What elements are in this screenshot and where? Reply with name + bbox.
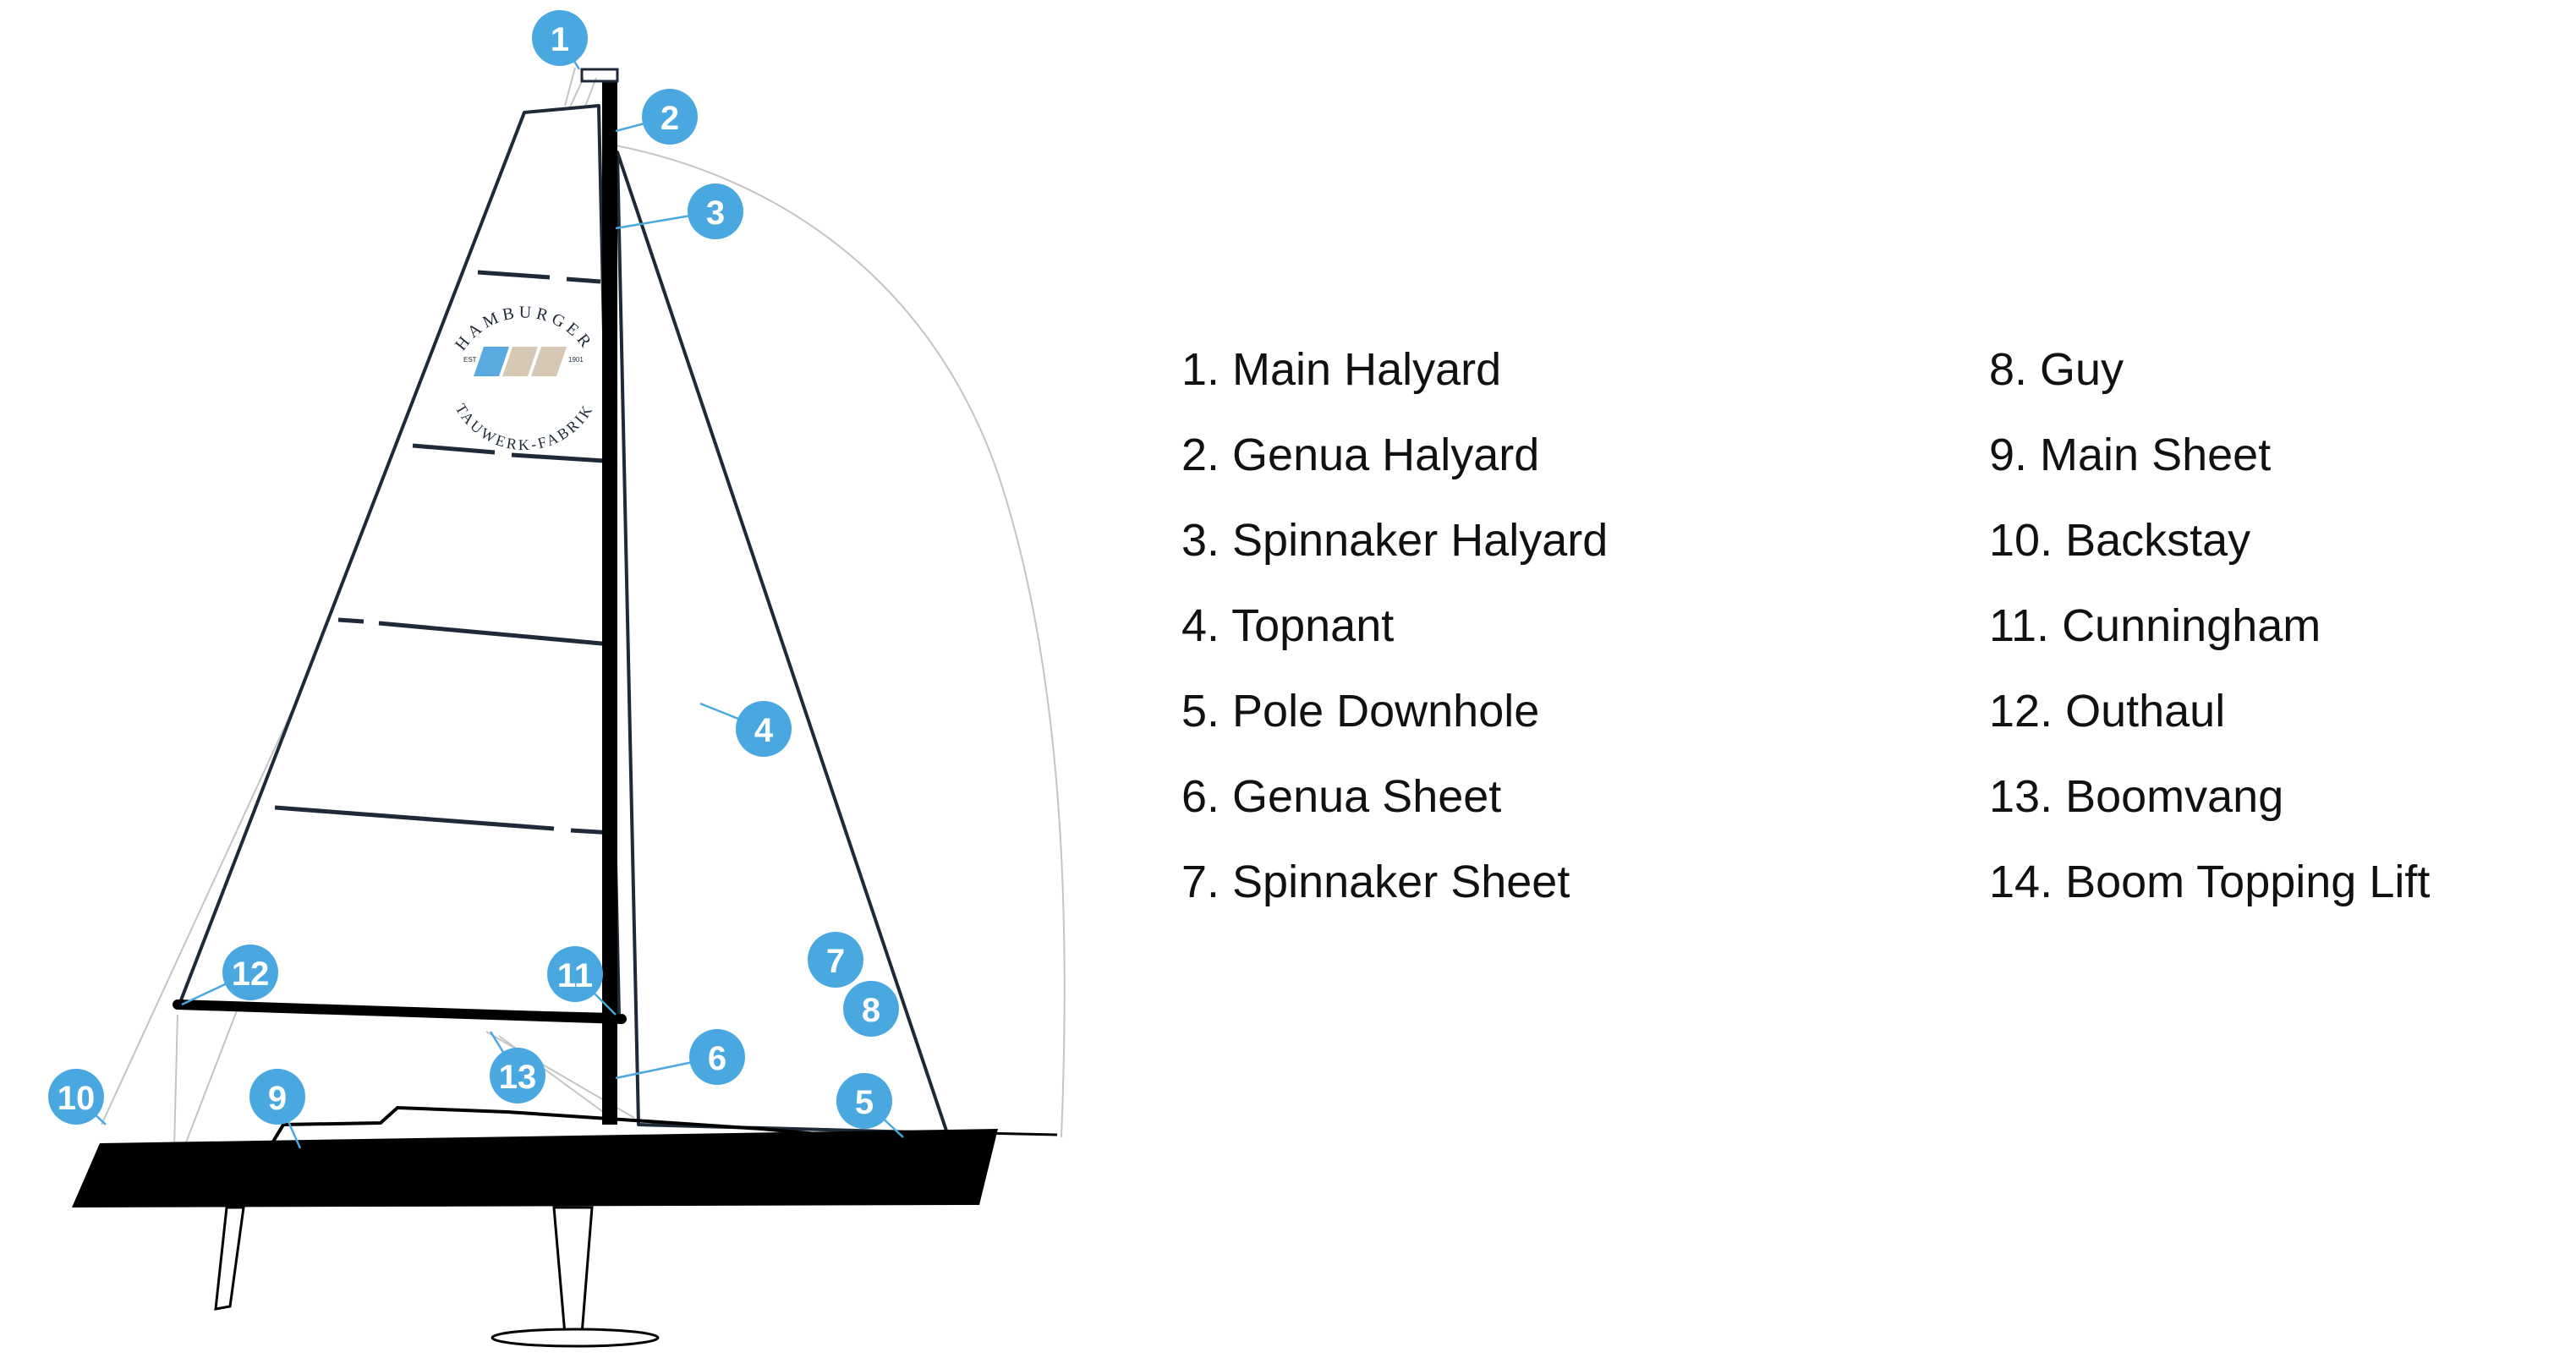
legend-item: 7. Spinnaker Sheet bbox=[1181, 857, 1570, 907]
legend-item: 8. Guy bbox=[1989, 344, 2124, 395]
logo-est-label: EST bbox=[463, 356, 477, 364]
callout-number: 6 bbox=[708, 1040, 726, 1077]
halyard-to-top-line bbox=[564, 67, 576, 107]
callout-11: 11 bbox=[547, 946, 603, 1002]
rudder bbox=[214, 1206, 245, 1311]
legend-item: 10. Backstay bbox=[1989, 515, 2251, 566]
callout-circle bbox=[222, 945, 278, 1000]
callout-circle bbox=[689, 1029, 745, 1085]
callout-13: 13 bbox=[490, 1048, 545, 1103]
callout-2: 2 bbox=[642, 89, 698, 145]
callout-number: 8 bbox=[862, 992, 880, 1029]
legend-item: 2. Genua Halyard bbox=[1181, 430, 1540, 480]
legend-item: 6. Genua Sheet bbox=[1181, 771, 1502, 822]
callout-1: 1 bbox=[532, 10, 588, 66]
callout-circle bbox=[688, 183, 743, 239]
legend-item: 12. Outhaul bbox=[1989, 686, 2226, 736]
hull bbox=[72, 1129, 998, 1207]
callout-circle bbox=[249, 1069, 305, 1125]
masthead-fitting bbox=[580, 68, 619, 83]
callout-circle bbox=[843, 981, 899, 1037]
callout-circle bbox=[547, 946, 603, 1002]
callout-circle bbox=[490, 1048, 545, 1103]
genua-sail bbox=[616, 151, 949, 1135]
callout-number: 4 bbox=[754, 712, 774, 749]
callout-circle bbox=[532, 10, 588, 66]
callout-6: 6 bbox=[689, 1029, 745, 1085]
callout-number: 3 bbox=[706, 194, 725, 232]
keel-bulb bbox=[491, 1328, 660, 1348]
callout-circle bbox=[808, 932, 863, 988]
legend-item: 4. Topnant bbox=[1181, 600, 1395, 651]
callout-7: 7 bbox=[808, 932, 863, 988]
callout-3: 3 bbox=[688, 183, 743, 239]
logo-stripe-beige-1 bbox=[502, 347, 538, 376]
boom bbox=[173, 999, 627, 1024]
callout-circle bbox=[736, 701, 792, 757]
callout-5: 5 bbox=[836, 1073, 892, 1129]
callout-number: 13 bbox=[499, 1059, 537, 1096]
callout-number: 2 bbox=[660, 100, 679, 137]
legend-item: 13. Boomvang bbox=[1989, 771, 2284, 822]
callout-number: 9 bbox=[268, 1080, 287, 1117]
callout-9: 9 bbox=[249, 1069, 305, 1125]
logo-stripe-beige-2 bbox=[531, 347, 567, 376]
mainsail-battens bbox=[274, 270, 614, 835]
deck-outline bbox=[269, 1105, 855, 1147]
legend-item: 1. Main Halyard bbox=[1181, 344, 1502, 395]
callout-4: 4 bbox=[736, 701, 792, 757]
callout-number: 1 bbox=[551, 21, 569, 58]
legend-item: 14. Boom Topping Lift bbox=[1989, 857, 2431, 907]
callout-number: 11 bbox=[557, 957, 593, 994]
callout-number: 12 bbox=[232, 956, 270, 993]
legend-item: 5. Pole Downhole bbox=[1181, 686, 1540, 736]
legend-item: 3. Spinnaker Halyard bbox=[1181, 515, 1609, 566]
callout-circle bbox=[48, 1069, 104, 1125]
keel bbox=[552, 1206, 594, 1336]
spinnaker-outline bbox=[615, 145, 1066, 1138]
callout-circle bbox=[836, 1073, 892, 1129]
logo-stripe-blue bbox=[474, 347, 509, 376]
legend-item: 11. Cunningham bbox=[1989, 600, 2321, 651]
mast bbox=[602, 80, 617, 1125]
callout-number: 10 bbox=[58, 1080, 96, 1117]
callout-12: 12 bbox=[222, 945, 278, 1000]
callout-number: 7 bbox=[826, 943, 845, 980]
callout-10: 10 bbox=[48, 1069, 104, 1125]
callout-number: 5 bbox=[855, 1084, 874, 1121]
callout-8: 8 bbox=[843, 981, 899, 1037]
bowsprit bbox=[980, 1131, 1058, 1136]
callout-circle bbox=[642, 89, 698, 145]
legend-item: 9. Main Sheet bbox=[1989, 430, 2272, 480]
logo-est-year: 1901 bbox=[568, 356, 584, 364]
mainsail bbox=[178, 104, 621, 1016]
